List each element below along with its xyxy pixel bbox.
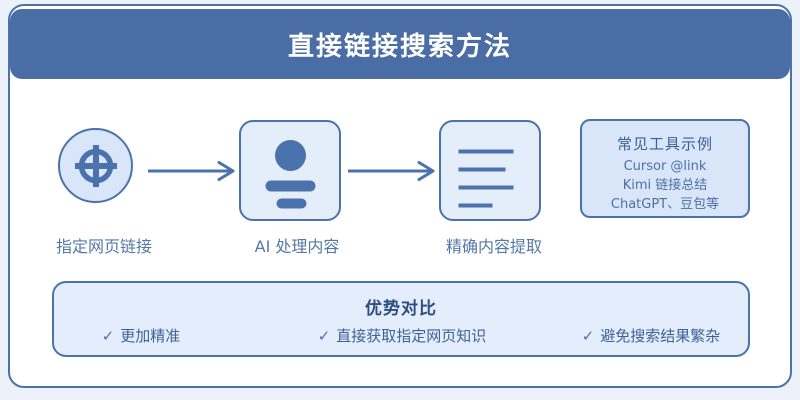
advantage-item: ✓ 避免搜索结果繁杂	[582, 325, 721, 346]
page-title: 直接链接搜索方法	[287, 31, 512, 62]
globe-link-icon	[60, 130, 131, 201]
advantages-title: 优势对比	[365, 299, 437, 319]
tool-item-kimi: Kimi 链接总结	[622, 178, 708, 193]
advantage-item: ✓ 更加精准	[102, 325, 181, 346]
advantage-item: ✓ 直接获取指定网页知识	[318, 325, 487, 346]
node-specify-link	[58, 128, 133, 203]
advantages-panel: 优势对比 ✓ 更加精准 ✓ 直接获取指定网页知识 ✓ 避免搜索结果繁杂	[52, 281, 750, 357]
node-label-specify-link: 指定网页链接	[55, 237, 153, 256]
advantage-text: 直接获取指定网页知识	[336, 327, 487, 345]
header-bar: 直接链接搜索方法	[10, 9, 790, 79]
tools-panel-title: 常见工具示例	[616, 135, 713, 153]
arrow-right-icon	[348, 161, 435, 181]
check-icon: ✓	[101, 327, 115, 345]
document-lines-icon	[441, 122, 539, 219]
node-label-ai-process: AI 处理内容	[254, 237, 340, 256]
check-icon: ✓	[581, 327, 595, 345]
ai-profile-icon	[241, 122, 339, 219]
node-label-extract-content: 精确内容提取	[445, 237, 543, 256]
tool-item-chatgpt: ChatGPT、豆包等	[610, 197, 720, 212]
node-ai-process	[239, 120, 341, 221]
check-icon: ✓	[317, 327, 331, 345]
advantage-text: 更加精准	[120, 327, 181, 345]
tools-panel: 常见工具示例 Cursor @link Kimi 链接总结 ChatGPT、豆包…	[580, 119, 750, 218]
tool-item-cursor: Cursor @link	[623, 159, 707, 174]
advantage-text: 避免搜索结果繁杂	[600, 327, 721, 345]
node-extract-content	[439, 120, 541, 221]
arrow-right-icon	[148, 161, 235, 181]
